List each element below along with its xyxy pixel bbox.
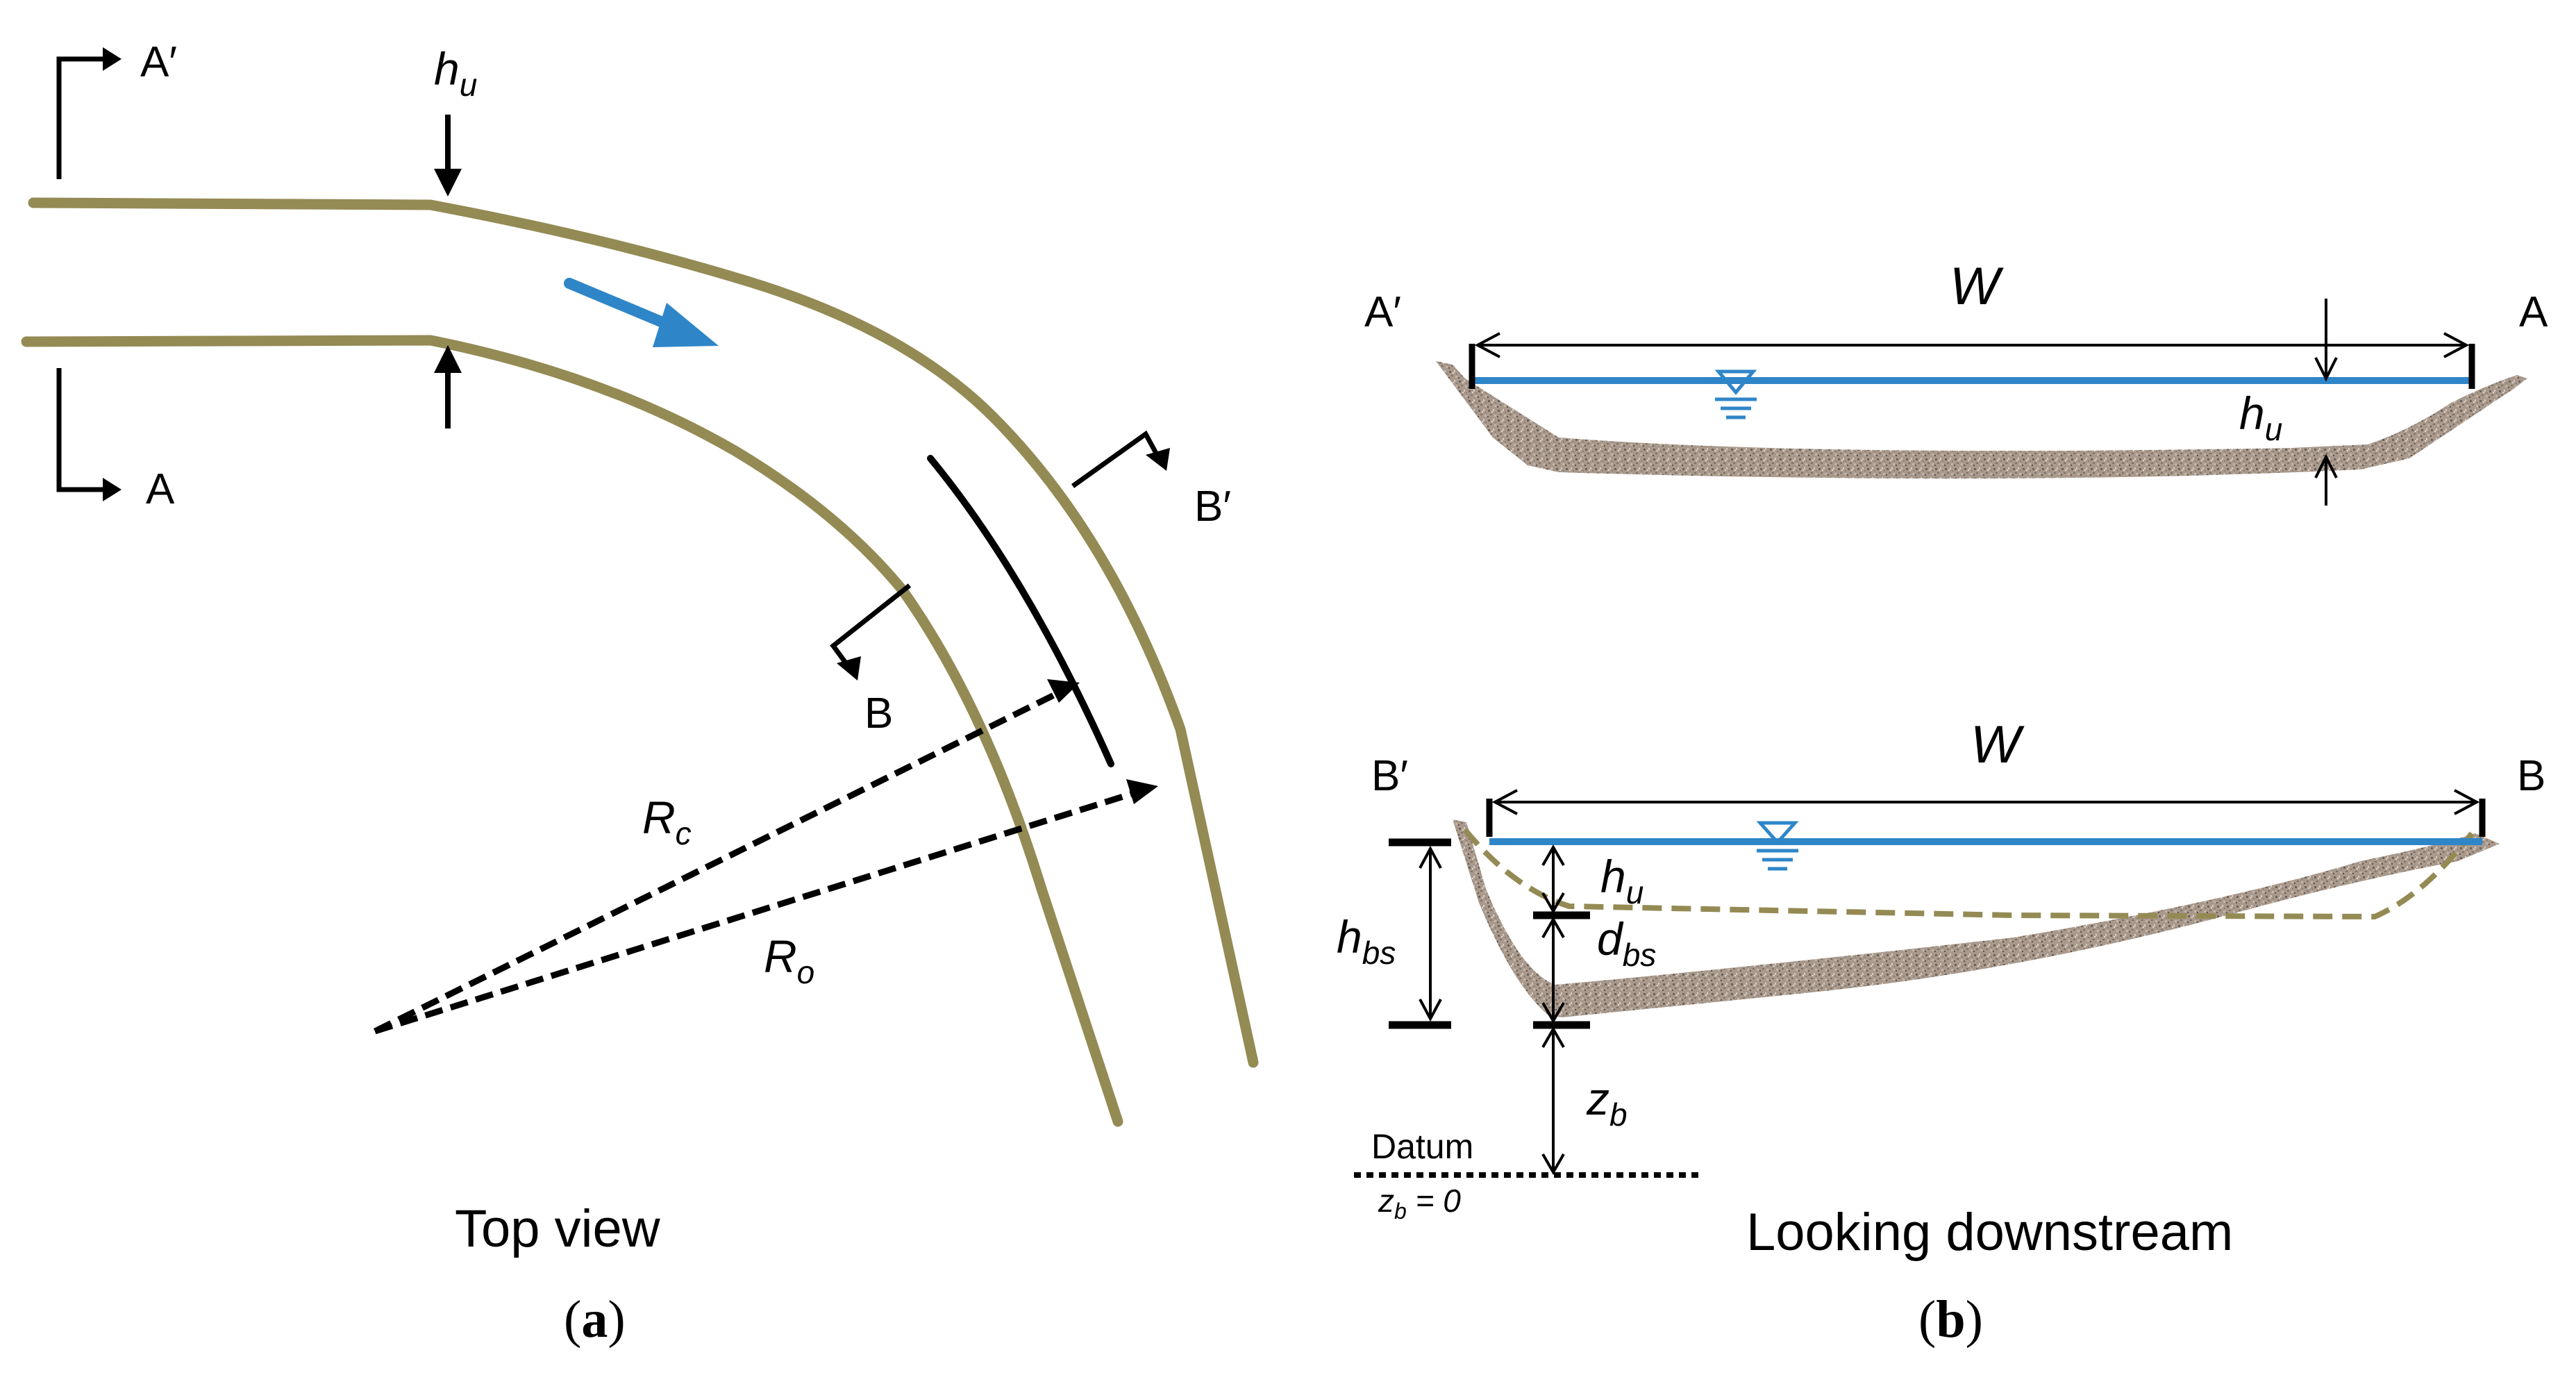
label-hu-top: hu (434, 43, 477, 103)
section-b-left-label: B′ (1371, 752, 1408, 800)
bend-centerline-arc (927, 455, 1114, 767)
section-b-width-label: W (1971, 715, 2025, 774)
caption-top-view: Top view (455, 1199, 661, 1258)
section-b-hu-label: hu (1600, 851, 1644, 910)
section-a-left-label: A′ (1364, 288, 1401, 336)
section-a-marker (56, 56, 108, 492)
flow-direction-arrow-icon (564, 278, 719, 347)
panel-label-a: (a) (564, 1290, 626, 1349)
radius-rc-line (374, 688, 1064, 1035)
section-b-water-symbol-icon (1756, 821, 1799, 871)
radius-rc-arrowhead (1047, 679, 1080, 703)
radius-ro-line (374, 788, 1140, 1035)
label-rc: Rc (642, 792, 692, 851)
depth-arrows (434, 115, 462, 428)
section-b-width-dimension (1491, 789, 2480, 815)
caption-looking-downstream: Looking downstream (1746, 1203, 2233, 1262)
label-ro: Ro (764, 931, 814, 990)
section-a-arrowhead (103, 478, 122, 501)
section-b-right-label: B (2517, 752, 2545, 800)
section-b-arrowhead (837, 656, 861, 681)
label-a: A (146, 465, 175, 513)
section-a-width-label: W (1950, 257, 2004, 316)
radius-ro-arrowhead (1126, 779, 1158, 804)
section-b-bed (1453, 819, 2500, 1017)
section-a-bed (1436, 361, 2527, 479)
inner-bank-line (21, 335, 1123, 1127)
section-a-depth-dimension (2314, 299, 2338, 506)
section-b-hbs-dimension (1389, 838, 1451, 1029)
section-b-stack-dimensions (1533, 844, 1590, 1176)
panel-label-b: (b) (1918, 1290, 1983, 1349)
datum-equation: zb = 0 (1378, 1183, 1461, 1224)
section-b-hbs-label: hbs (1337, 911, 1396, 971)
section-a-width-dimension (1474, 332, 2470, 358)
section-b-marker (830, 430, 1161, 669)
label-a-prime: A′ (140, 38, 177, 86)
label-b: B (864, 690, 893, 738)
section-a-right-label: A (2519, 288, 2548, 336)
outer-bank-line (28, 197, 1259, 1068)
section-b-prime-arrowhead (1146, 448, 1170, 471)
section-a-panel: W A′ A hu (1364, 257, 2548, 506)
section-b-original-bed-dashed (1462, 828, 2475, 920)
section-a-prime-arrowhead (103, 47, 122, 71)
datum-label: Datum (1371, 1127, 1473, 1166)
section-b-dbs-label: dbs (1597, 913, 1656, 973)
section-a-water-symbol-icon (1714, 369, 1757, 419)
top-view-panel: A′ A hu B′ B Rc Ro Top view (a) (21, 38, 1259, 1349)
label-b-prime: B′ (1194, 483, 1231, 531)
section-b-panel: W B′ B hbs hu d (1337, 715, 2545, 1349)
section-a-depth-label: hu (2239, 388, 2282, 447)
section-b-zb-label: zb (1586, 1073, 1628, 1133)
